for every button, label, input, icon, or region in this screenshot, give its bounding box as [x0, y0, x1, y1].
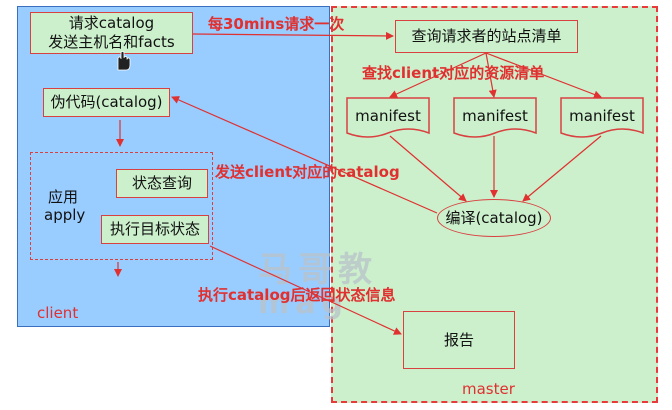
manifest-label-2: manifest — [462, 106, 528, 125]
request-catalog-line1: 请求catalog — [68, 14, 155, 32]
send-catalog-annotation: 发送client对应的catalog — [215, 163, 400, 181]
execute-target-state-box: 执行目标状态 — [101, 215, 209, 244]
return-status-annotation: 执行catalog后返回状态信息 — [198, 286, 396, 304]
status-query-box: 状态查询 — [116, 169, 208, 198]
compile-catalog-ellipse: 编译(catalog) — [437, 199, 551, 237]
hand-cursor-icon — [117, 51, 131, 71]
client-label: client — [37, 304, 79, 322]
apply-label-en: apply — [44, 206, 86, 224]
send-hostname-facts-line2: 发送主机名和facts — [48, 33, 175, 51]
query-site-list-box: 查询请求者的站点清单 — [395, 20, 578, 53]
manifest-label-1: manifest — [355, 106, 421, 125]
report-box: 报告 — [403, 311, 515, 369]
pseudo-code-box: 伪代码(catalog) — [43, 88, 170, 117]
master-label: master — [462, 380, 515, 398]
find-resources-annotation: 查找client对应的资源清单 — [362, 64, 545, 82]
manifest-label-3: manifest — [569, 106, 635, 125]
request-catalog-box: 请求catalog 发送主机名和facts — [30, 12, 193, 54]
apply-label-cn: 应用 — [48, 188, 79, 206]
request-every-annotation: 每30mins请求一次 — [208, 15, 345, 33]
